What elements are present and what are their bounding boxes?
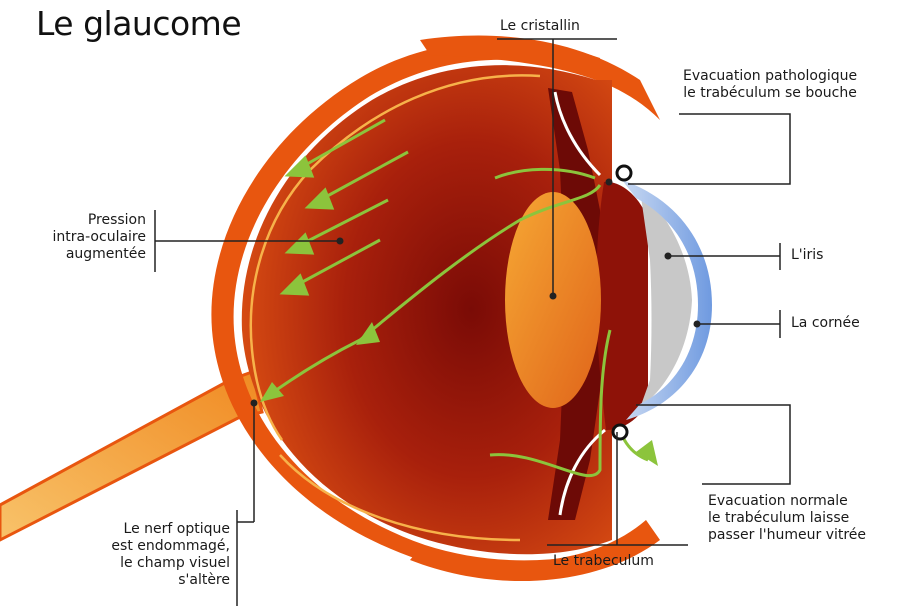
label-evacuation-normale: Evacuation normale le trabéculum laisse … [708, 493, 866, 544]
label-pression: Pression intra-oculaire augmentée [42, 212, 146, 263]
flow-arrowhead-3 [636, 440, 658, 466]
label-cristallin: Le cristallin [500, 18, 580, 35]
label-evacuation-pathologique: Evacuation pathologique le trabéculum se… [683, 68, 857, 102]
trabeculum-blocked-marker [617, 166, 631, 180]
trabeculum-open-marker [613, 425, 627, 439]
label-cornee: La cornée [791, 315, 860, 332]
optic-nerve [0, 372, 262, 540]
label-iris: L'iris [791, 247, 823, 264]
label-trabeculum: Le trabeculum [553, 553, 654, 570]
label-nerf-optique: Le nerf optique est endommagé, le champ … [64, 521, 230, 589]
diagram-title: Le glaucome [36, 4, 241, 43]
anterior-dark [596, 182, 648, 430]
